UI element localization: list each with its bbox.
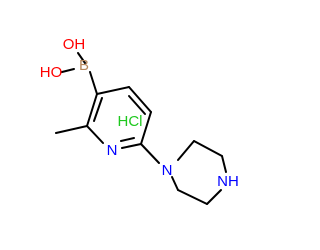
boron-label: B — [79, 57, 89, 74]
bond-c2-c3 — [86, 93, 98, 127]
piperazine-n-label: N — [162, 162, 173, 179]
structure-diagram: OH HO B N N NH HCl — [40, 36, 239, 205]
bond-npip-ca — [177, 140, 195, 161]
bond-b-o-lower — [61, 68, 75, 73]
bond-cd-npip — [171, 176, 179, 191]
bond-c3-c4 — [96, 86, 130, 95]
bond-n1-c2 — [86, 125, 104, 144]
bond-b-c3 — [89, 71, 98, 95]
bond-nh-cc — [206, 189, 222, 205]
atom-labels: OH HO B N N NH HCl — [40, 36, 239, 190]
bond-ca-cb — [193, 140, 223, 157]
bond-cc-cd — [177, 189, 208, 205]
bond-c6-n1-inner — [120, 137, 135, 142]
piperazine-nh-label: NH — [217, 173, 239, 190]
bond-c4-c5-inner — [128, 95, 146, 115]
pyridine-n-label: N — [107, 142, 118, 159]
bond-cb-nh — [221, 155, 227, 173]
oh-upper-label: OH — [63, 36, 86, 53]
bond-b-o-upper — [77, 52, 86, 64]
bond-c6-npip — [140, 143, 160, 164]
bond-c6-n1 — [121, 143, 142, 149]
hcl-label: HCl — [118, 113, 143, 130]
bond-c2-c3-inner — [93, 97, 103, 122]
oh-lower-label: HO — [40, 64, 63, 81]
bond-c4-c5 — [128, 86, 152, 113]
bond-c5-c6 — [140, 111, 152, 145]
bonds — [55, 52, 227, 205]
bond-c2-methyl — [55, 125, 88, 134]
